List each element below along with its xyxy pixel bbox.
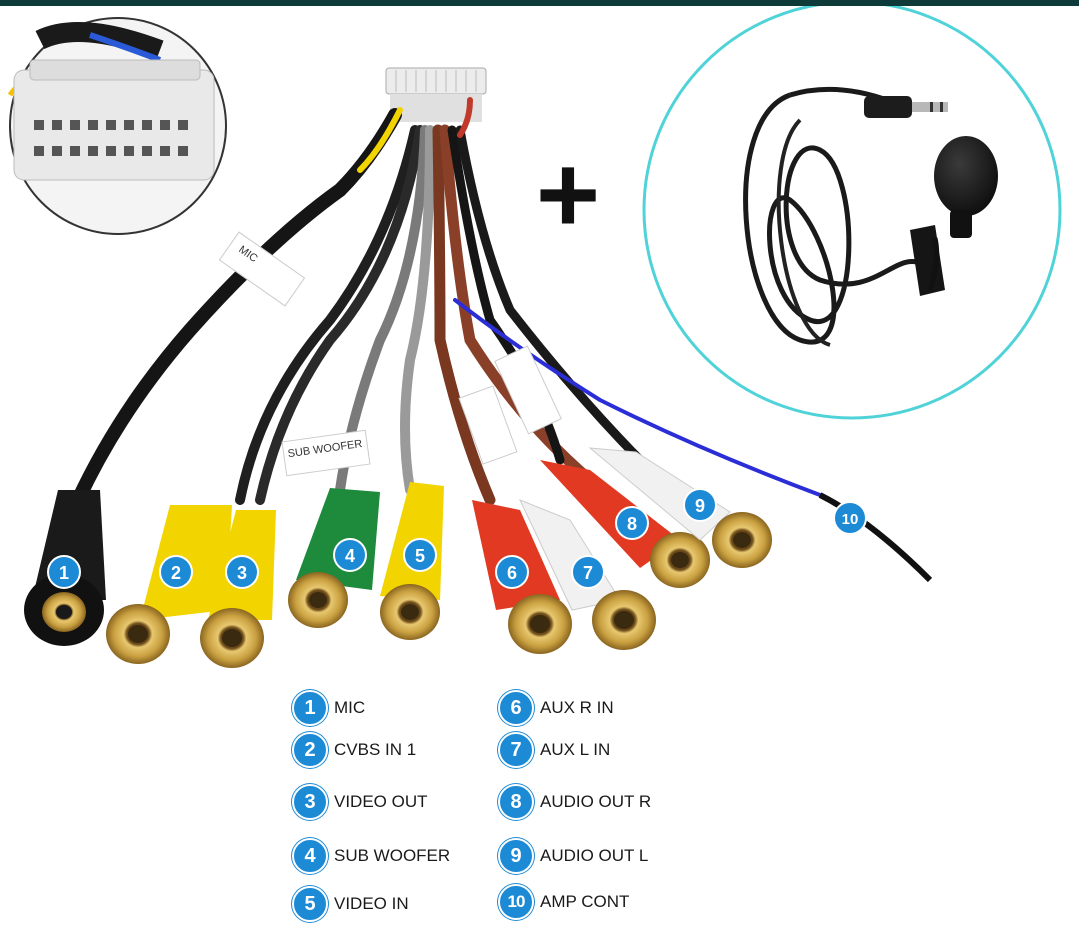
amp-cont-wire [818,492,933,583]
svg-text:3: 3 [237,563,247,583]
top-bar [0,0,1079,6]
legend-item: 7 AUX L IN [498,732,610,768]
svg-text:5: 5 [415,546,425,566]
product-photo: + [7,6,1062,668]
svg-text:4: 4 [345,546,355,566]
legend-label: AUX R IN [540,698,614,717]
legend-badge: 2 [292,732,328,768]
svg-text:8: 8 [627,514,637,534]
plus-sign: + [536,133,600,256]
legend-label: CVBS IN 1 [334,740,417,759]
legend-label: AMP CONT [540,892,630,911]
badge-9: 9 [683,488,717,522]
badge-6: 6 [495,555,529,589]
legend-badge: 6 [498,690,534,726]
legend-badge: 8 [498,784,534,820]
photo-badges: 1 2 3 4 5 6 7 8 9 10 [47,488,867,589]
svg-text:6: 6 [507,563,517,583]
legend-label: VIDEO IN [334,894,409,913]
badge-4: 4 [333,538,367,572]
legend-item: 9 AUDIO OUT L [498,838,648,874]
badge-8: 8 [615,506,649,540]
badge-5: 5 [403,538,437,572]
legend-item: 4 SUB WOOFER [292,838,450,874]
badge-1: 1 [47,555,81,589]
legend-badge: 5 [292,886,328,922]
legend-label: MIC [334,698,366,717]
legend-item: 2 CVBS IN 1 [292,732,416,768]
legend-item: 3 VIDEO OUT [292,784,428,820]
badge-2: 2 [159,555,193,589]
badge-3: 3 [225,555,259,589]
legend-label: AUDIO OUT L [540,846,649,865]
svg-text:9: 9 [695,496,705,516]
legend-item: 10 AMP CONT [498,884,629,920]
legend-badge: 1 [292,690,328,726]
legend-item: 8 AUDIO OUT R [498,784,651,820]
legend-badge: 10 [498,884,534,920]
legend-badge: 3 [292,784,328,820]
svg-text:2: 2 [171,563,181,583]
legend-item: 5 VIDEO IN [292,886,409,922]
rca-red-8 [540,460,710,588]
svg-text:1: 1 [59,563,69,583]
legend: 1 MIC 2 CVBS IN 1 3 VIDEO OUT 4 SUB WOOF… [0,676,1079,942]
legend-label: VIDEO OUT [334,792,428,811]
cable-tags: MIC SUB WOOFER [218,231,562,477]
legend-label: AUDIO OUT R [540,792,652,811]
connector-inset [7,17,227,235]
legend-item: 6 AUX R IN [498,690,614,726]
badge-10: 10 [833,501,867,535]
rca-red-6 [472,500,572,654]
legend-label: SUB WOOFER [334,846,451,865]
legend-label: AUX L IN [540,740,611,759]
legend-badge: 9 [498,838,534,874]
legend-badge: 4 [292,838,328,874]
svg-text:7: 7 [583,563,593,583]
svg-text:10: 10 [842,511,859,528]
legend-badge: 7 [498,732,534,768]
legend-item: 1 MIC [292,690,365,726]
microphone-inset [642,6,1062,420]
badge-7: 7 [571,555,605,589]
